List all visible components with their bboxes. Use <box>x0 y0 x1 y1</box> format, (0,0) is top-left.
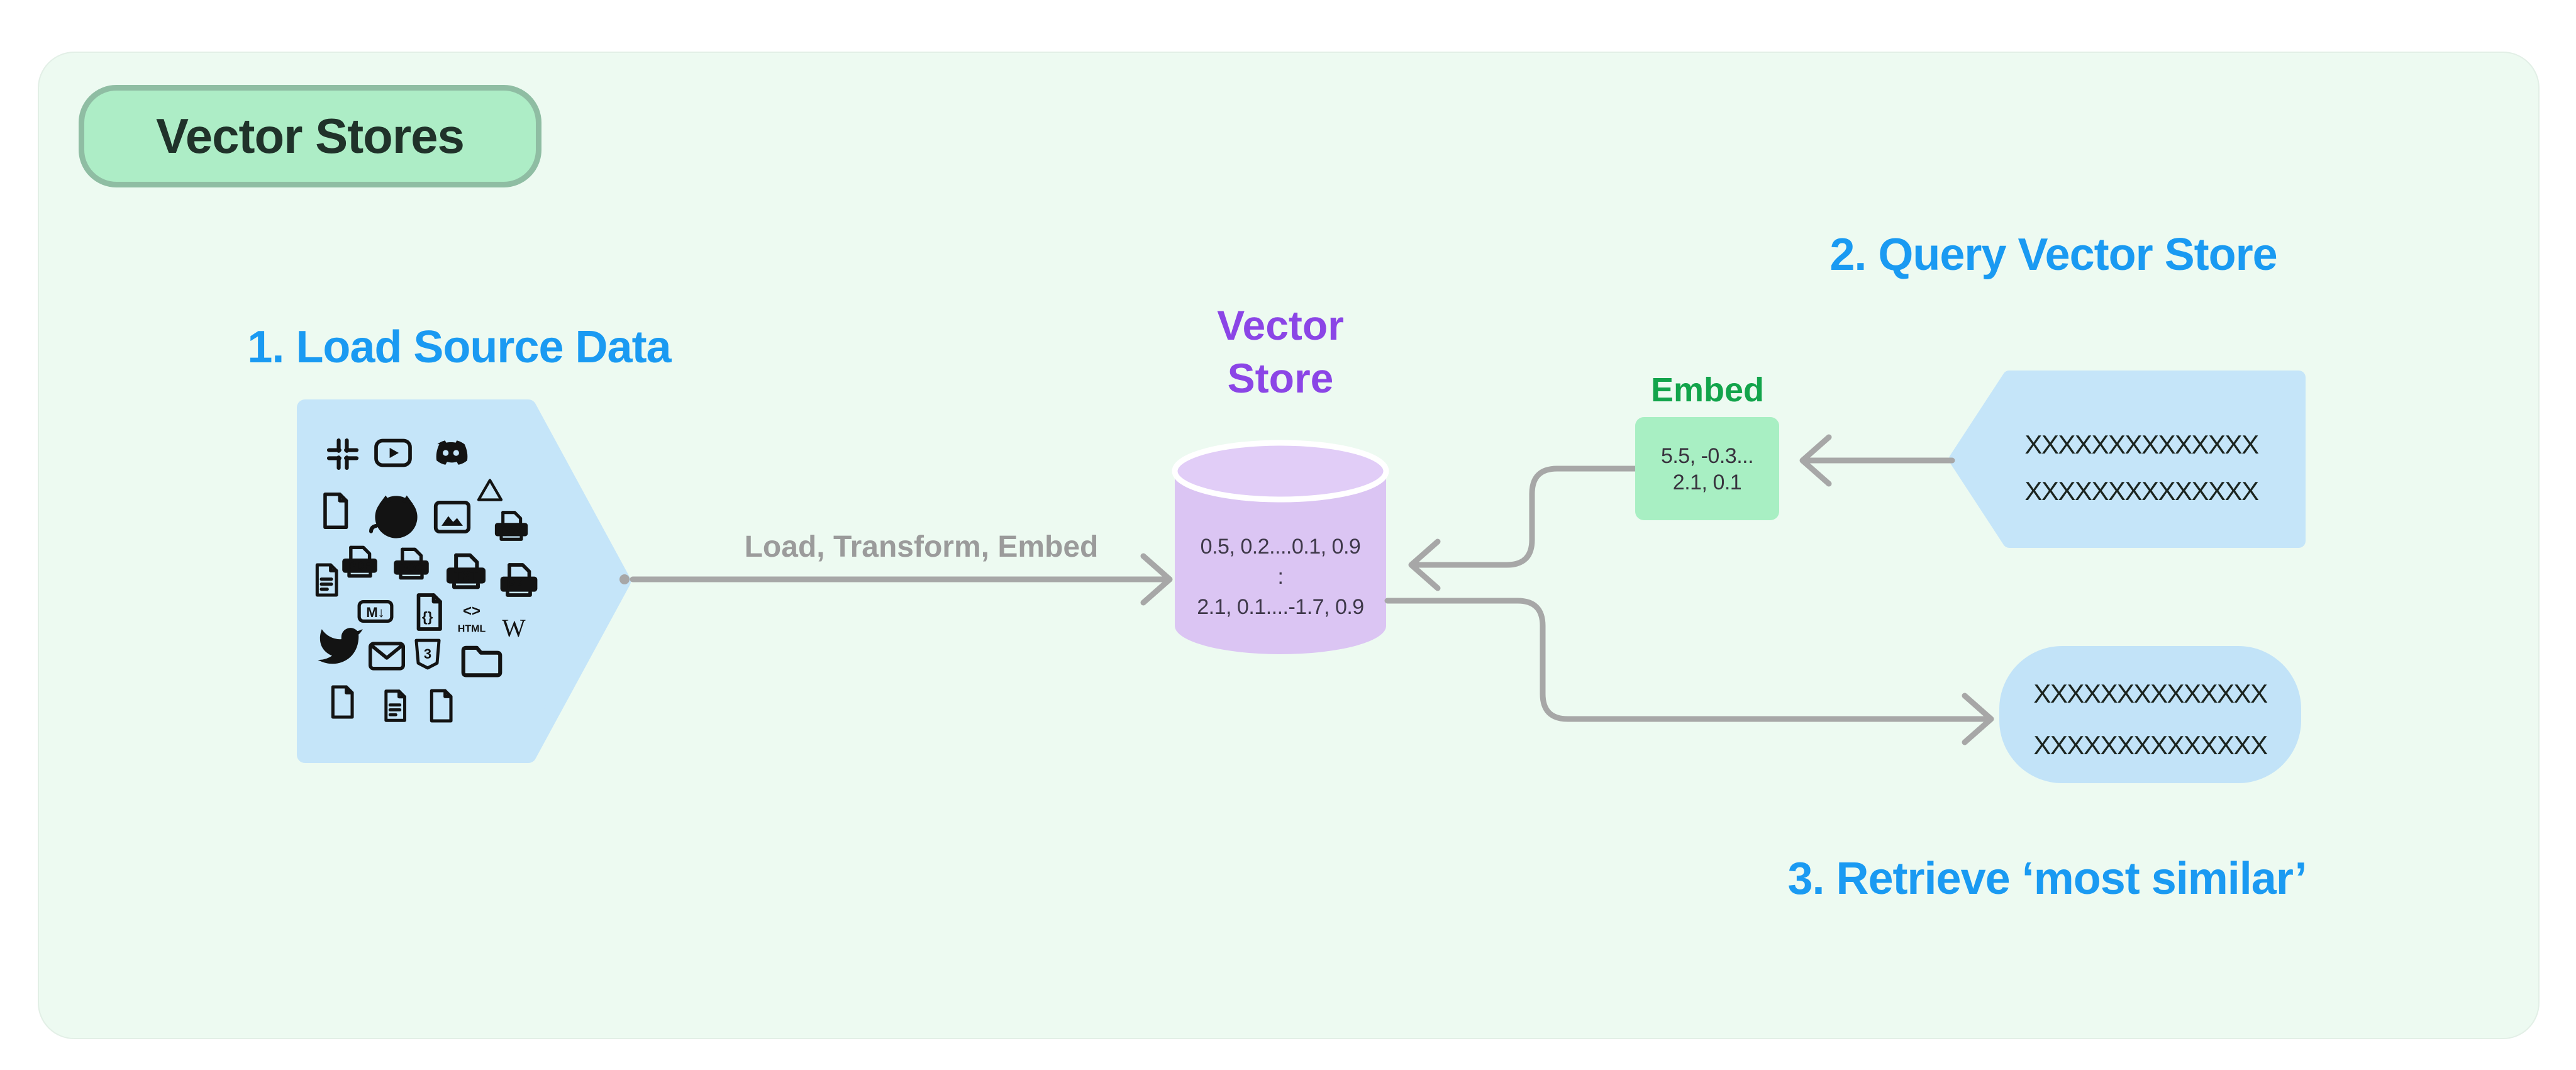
github-icon <box>366 484 426 545</box>
note-file-icon <box>375 686 414 725</box>
arrow-embed-to-store <box>1414 465 1638 568</box>
csv-file-icon: CSV <box>491 506 531 546</box>
svg-text:<>: <> <box>463 603 480 620</box>
file-icon <box>322 682 362 722</box>
cylinder-value-row: 2.1, 0.1....-1.7, 0.9 <box>1197 595 1364 619</box>
badge-label: Vector Stores <box>156 108 465 164</box>
email-icon <box>365 634 409 678</box>
cylinder-values: 0.5, 0.2....0.1, 0.9 : 2.1, 0.1....-1.7,… <box>1175 532 1386 622</box>
vector-store-title: Vector Store <box>1155 299 1406 404</box>
svg-text:3: 3 <box>424 646 431 662</box>
heading-load-source-data: 1. Load Source Data <box>247 322 671 372</box>
wikipedia-icon: W <box>496 610 531 645</box>
query-document-row: XXXXXXXXXXXXXX <box>2024 476 2259 506</box>
result-document-text: XXXXXXXXXXXXXX XXXXXXXXXXXXXX <box>1999 668 2301 771</box>
svg-text:W: W <box>502 615 526 642</box>
arrow-store-to-result-head <box>1962 693 1994 745</box>
arrow-embed-to-store-head <box>1408 538 1441 591</box>
embed-value-row: 5.5, -0.3... <box>1660 444 1754 468</box>
heading-retrieve-most-similar: 3. Retrieve ‘most similar’ <box>1787 854 2307 904</box>
connector-dot <box>619 574 630 584</box>
embed-values: 5.5, -0.3... 2.1, 0.1 <box>1635 443 1779 496</box>
cylinder-lid <box>1172 440 1389 503</box>
svg-text:PPT: PPT <box>507 578 531 591</box>
slack-icon <box>323 435 362 474</box>
load-transform-embed-label: Load, Transform, Embed <box>744 530 1099 564</box>
embed-value-row: 2.1, 0.1 <box>1672 471 1742 494</box>
gdrive-icon <box>473 474 507 508</box>
markdown-icon: M↓ <box>355 591 396 632</box>
svg-text:M↓: M↓ <box>366 605 384 620</box>
ppt-file-icon: PPT <box>496 557 541 603</box>
result-document-row: XXXXXXXXXXXXXX <box>2033 679 2268 708</box>
file-icon <box>313 489 357 533</box>
svg-text:TXT: TXT <box>454 569 479 583</box>
image-icon <box>429 494 475 540</box>
css3-icon: 3 <box>408 635 447 674</box>
result-document-card <box>1999 646 2301 783</box>
pdf-file-icon: PDF <box>338 540 381 583</box>
svg-text:{}: {} <box>422 609 433 625</box>
connector-layer <box>619 434 1994 745</box>
heading-query-vector-store: 2. Query Vector Store <box>1829 230 2277 280</box>
arrow-load-to-store-head <box>1140 553 1173 606</box>
discord-icon <box>428 430 474 476</box>
query-document-row: XXXXXXXXXXXXXX <box>2024 430 2259 459</box>
vector-store-title-line2: Store <box>1227 355 1334 401</box>
cylinder-value-row: : <box>1277 565 1284 589</box>
svg-text:CSV: CSV <box>500 524 523 536</box>
svg-text:HTML: HTML <box>458 623 486 634</box>
vector-stores-badge: Vector Stores <box>79 85 541 187</box>
note-file-icon <box>306 560 347 600</box>
query-document-text: XXXXXXXXXXXXXX XXXXXXXXXXXXXX <box>1981 421 2302 515</box>
code-file-icon: {} <box>406 589 452 635</box>
arrow-query-to-embed-head <box>1799 434 1832 487</box>
svg-text:PDF: PDF <box>348 559 371 572</box>
vector-store-title-line1: Vector <box>1217 302 1344 348</box>
youtube-icon <box>370 430 416 476</box>
query-document-shape <box>1949 371 2306 548</box>
embed-box <box>1635 417 1779 520</box>
file-icon <box>421 686 461 726</box>
html-icon: <> HTML <box>452 598 492 638</box>
embed-label: Embed <box>1650 371 1765 409</box>
cylinder-value-row: 0.5, 0.2....0.1, 0.9 <box>1200 535 1361 559</box>
result-document-row: XXXXXXXXXXXXXX <box>2033 730 2268 760</box>
svg-text:DOC: DOC <box>399 561 424 574</box>
arrow-store-to-result <box>1384 598 1988 722</box>
doc-file-icon: DOC <box>390 542 433 585</box>
txt-file-icon: TXT <box>442 547 490 595</box>
folder-icon <box>457 636 506 685</box>
twitter-icon <box>316 619 365 668</box>
